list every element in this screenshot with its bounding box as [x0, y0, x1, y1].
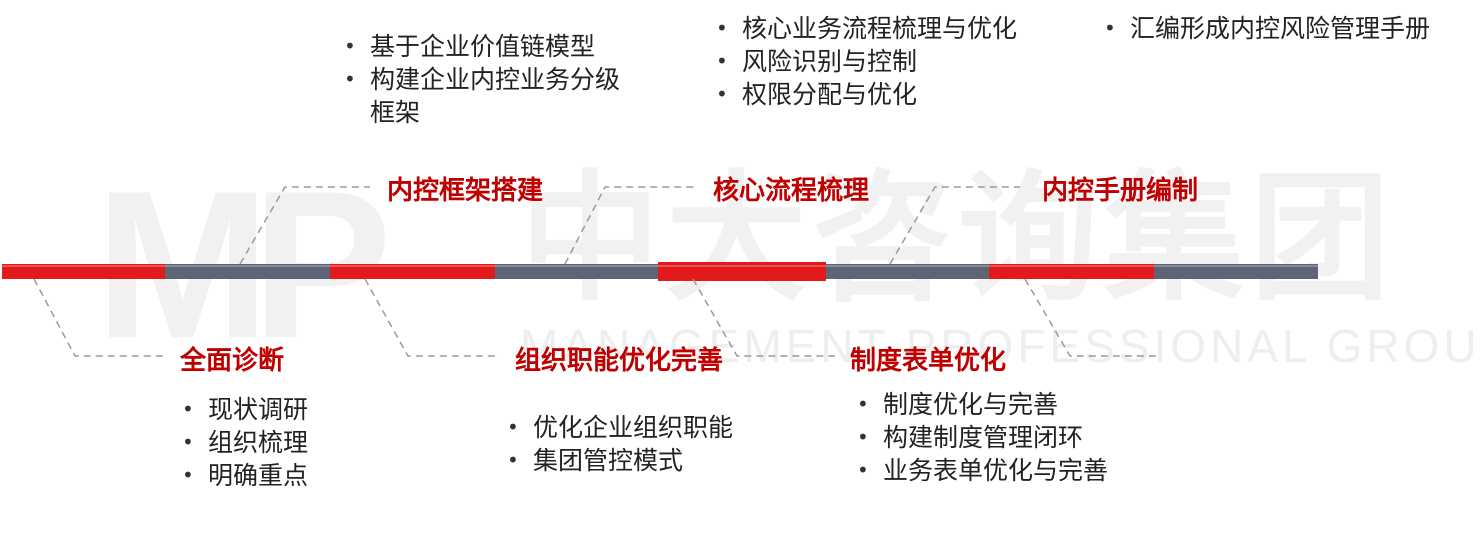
list-item: 集团管控模式 [505, 444, 825, 477]
list-item: 优化企业组织职能 [505, 411, 825, 444]
list-item: 风险识别与控制 [714, 45, 1084, 78]
stage-items-manual: 汇编形成内控风险管理手册 [1102, 12, 1457, 45]
connector-org [364, 278, 500, 357]
stage-items-framework: 基于企业价值链模型 构建企业内控业务分级框架 [342, 30, 642, 129]
list-item: 业务表单优化与完善 [855, 454, 1125, 487]
watermark-brand-cn: 中大咨询集团 [520, 158, 1397, 321]
bar-segment-gray-4 [1154, 264, 1318, 279]
list-item: 权限分配与优化 [714, 78, 1084, 111]
connector-system [692, 278, 835, 357]
timeline-bar [2, 262, 1318, 281]
stage-items-system-forms: 制度优化与完善 构建制度管理闭环 业务表单优化与完善 [855, 388, 1125, 487]
stage-title-diagnosis: 全面诊断 [180, 346, 285, 376]
connector-framework [239, 186, 370, 265]
stage-title-manual: 内控手册编制 [1042, 176, 1199, 206]
list-item: 现状调研 [180, 393, 410, 426]
list-item: 核心业务流程梳理与优化 [714, 12, 1084, 45]
connector-diagnosis [33, 278, 165, 357]
list-item: 构建企业内控业务分级框架 [342, 63, 642, 129]
bar-segment-gray-3 [826, 264, 989, 279]
stage-title-system-forms: 制度表单优化 [850, 346, 1007, 376]
stage-items-organization: 优化企业组织职能 集团管控模式 [505, 411, 825, 477]
bar-highlight [2, 265, 1318, 267]
stage-title-framework: 内控框架搭建 [387, 176, 544, 206]
bar-segment-red-2 [330, 264, 495, 279]
stage-items-diagnosis: 现状调研 组织梳理 明确重点 [180, 393, 410, 492]
connector-extra [1024, 278, 1160, 357]
list-item: 基于企业价值链模型 [342, 30, 642, 63]
stage-title-organization: 组织职能优化完善 [515, 346, 724, 376]
connector-core-process [564, 186, 695, 265]
list-item: 构建制度管理闭环 [855, 421, 1125, 454]
list-item: 组织梳理 [180, 426, 410, 459]
bar-segment-gray-1 [165, 264, 330, 279]
bar-segment-red-3 [658, 262, 826, 281]
list-item: 制度优化与完善 [855, 388, 1125, 421]
connector-manual [889, 186, 1020, 265]
bar-segment-gray-2 [495, 264, 658, 279]
list-item: 汇编形成内控风险管理手册 [1102, 12, 1457, 45]
watermark-brand-en: MANAGEMENT PROFESSIONAL GROUP [520, 320, 1483, 372]
stage-items-core-process: 核心业务流程梳理与优化 风险识别与控制 权限分配与优化 [714, 12, 1084, 111]
bar-segment-red-1 [2, 264, 165, 279]
bar-segment-red-4 [989, 264, 1154, 279]
stage-title-core-process: 核心流程梳理 [713, 176, 870, 206]
list-item: 明确重点 [180, 459, 410, 492]
